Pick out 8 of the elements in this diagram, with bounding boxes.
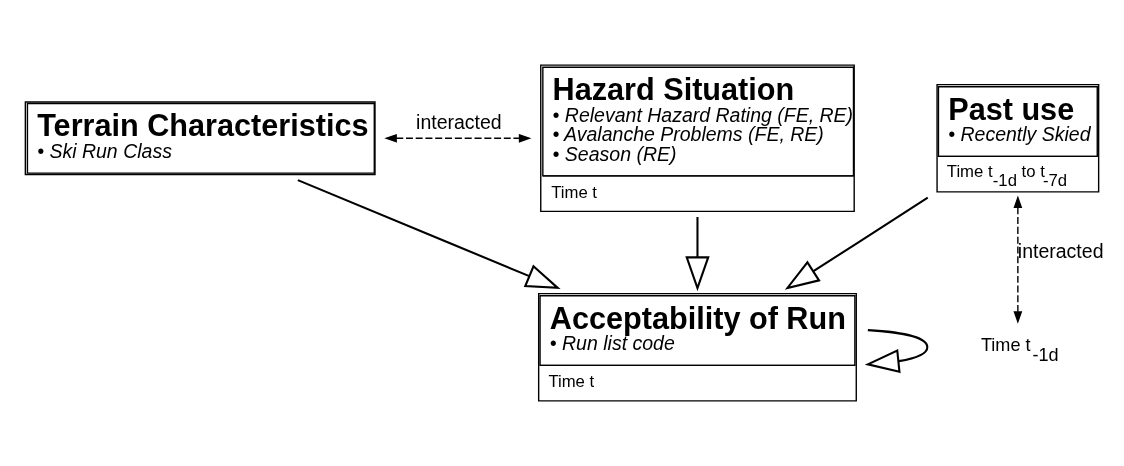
arrow <box>685 217 710 292</box>
arrow <box>297 179 561 290</box>
arrow <box>384 133 532 143</box>
edge-label: interacted <box>416 110 502 133</box>
arrow <box>864 329 929 374</box>
edge-label: interacted <box>1017 239 1104 262</box>
arrow <box>1013 195 1023 324</box>
arrow <box>784 196 929 290</box>
